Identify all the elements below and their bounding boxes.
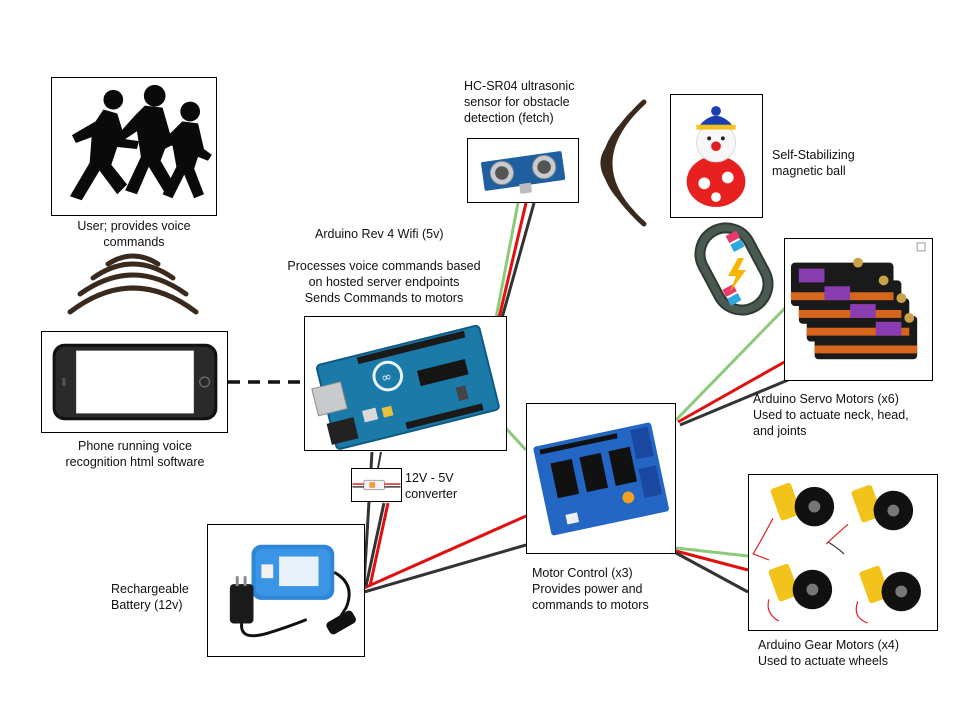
gear-wire-red [675, 549, 749, 572]
gear-wire-black [675, 551, 749, 594]
arduino-title: Arduino Rev 4 Wifi (5v) [315, 227, 444, 241]
battery-image [207, 524, 365, 657]
motor-control-image [526, 403, 676, 554]
converter-label: 12V - 5V converter [405, 471, 458, 501]
servo-wire-black [679, 378, 789, 427]
ball-image [670, 94, 763, 218]
converter-image [351, 468, 402, 502]
converter-icon [352, 479, 401, 491]
battery-pack-icon [229, 544, 356, 638]
battery-label: Rechargeable Battery (12v) [111, 582, 189, 612]
sensor-wire-black [500, 202, 536, 319]
phone-image [41, 331, 228, 433]
sensor-image [467, 138, 579, 203]
sensor-wire-red [497, 202, 528, 319]
sound-wave-icon [67, 253, 199, 315]
battery-converter-black [364, 502, 386, 587]
user-image [51, 77, 217, 216]
servo-label: Arduino Servo Motors (x6) Used to actuat… [753, 392, 909, 438]
battery-motorcontrol-black [363, 543, 527, 594]
battery-converter-red [368, 502, 390, 587]
arduino-board-image: ∞ [304, 316, 507, 451]
sound-wave-icon [600, 99, 647, 227]
phone-label: Phone running voice recognition html sof… [65, 439, 205, 469]
svg-text:∞: ∞ [380, 369, 394, 386]
magnet-icon [694, 222, 774, 316]
motor-control-label: Motor Control (x3) Provides power and co… [532, 566, 649, 612]
user-label: User; provides voice commands [77, 219, 191, 249]
gear-motor-icon [752, 483, 921, 624]
sensor-label: HC-SR04 ultrasonic sensor for obstacle d… [464, 79, 575, 125]
gear-wire-green [675, 546, 749, 558]
smartphone-icon [52, 343, 218, 421]
servo-wire-green [674, 305, 788, 422]
gear-motors-label: Arduino Gear Motors (x4) Used to actuate… [758, 638, 900, 668]
arduino-board-icon: ∞ [311, 324, 500, 450]
sensor-wire-green [494, 202, 520, 319]
gear-motors-image [748, 474, 938, 631]
running-people-icon [69, 84, 212, 201]
battery-motorcontrol-red [363, 514, 527, 590]
roly-poly-toy-icon [686, 106, 746, 207]
servo-motor-icon [790, 242, 926, 360]
servo-motors-image [784, 238, 933, 381]
motor-shield-icon [533, 422, 669, 536]
ball-label: Self-Stabilizing magnetic ball [772, 148, 855, 178]
servo-wire-red [677, 358, 789, 424]
arduino-description: Processes voice commands based on hosted… [287, 259, 481, 305]
ultrasonic-sensor-icon [481, 151, 566, 194]
